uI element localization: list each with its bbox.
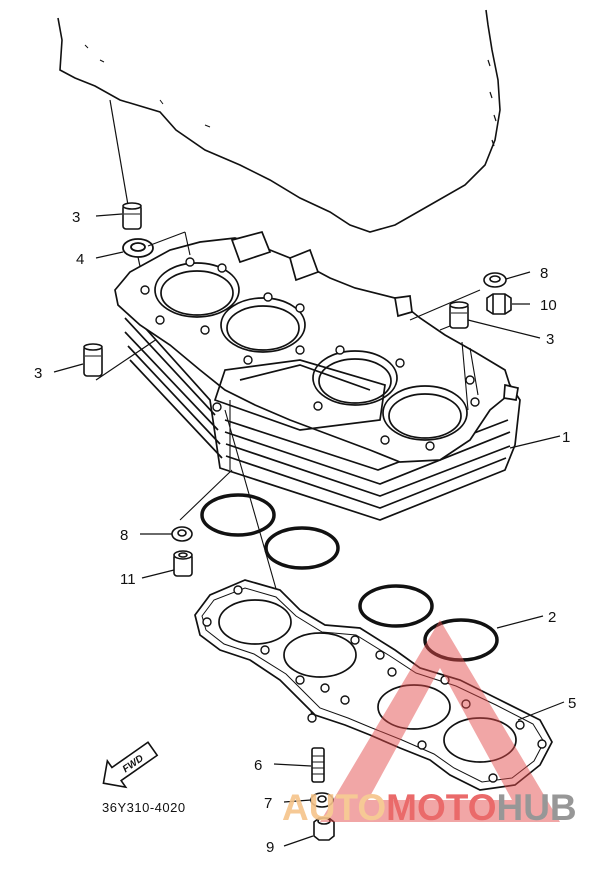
- callout-10: 10: [540, 297, 557, 314]
- callout-3-left: 3: [34, 365, 42, 382]
- nut-9: [313, 817, 335, 841]
- callout-2: 2: [548, 609, 556, 626]
- callout-6: 6: [254, 757, 262, 774]
- washer-8-left: [171, 526, 193, 542]
- washer-4: [122, 238, 154, 291]
- callout-9: 9: [266, 839, 274, 856]
- watermark-auto: AUTO: [282, 787, 386, 828]
- watermark-moto: MOTO: [386, 787, 496, 828]
- forward-arrow-icon: FWD: [102, 741, 159, 789]
- washer-7: [310, 792, 334, 808]
- cylinder-base-gasket: [194, 579, 553, 791]
- nut-10: [486, 293, 512, 315]
- callout-1: 1: [562, 429, 570, 446]
- callout-11: 11: [120, 571, 136, 588]
- callout-5: 5: [568, 695, 576, 712]
- watermark-hub: HUB: [496, 787, 576, 828]
- cylinder-block: [114, 230, 521, 521]
- o-rings: [200, 493, 499, 662]
- part-code: 36Y310-4020: [102, 800, 186, 815]
- washer-8-right: [483, 272, 507, 288]
- watermark-text: AUTOMOTOHUB: [282, 787, 577, 828]
- callout-8-top-right: 8: [540, 265, 548, 282]
- callout-3-top-left: 3: [72, 209, 80, 226]
- leader-lines: [53, 213, 565, 847]
- callout-labels: 3 4 3 8 10 3 1 8 11 2 5 6 7 9: [34, 209, 576, 856]
- watermark-triangle-icon: [320, 620, 560, 822]
- callout-8-left: 8: [120, 527, 128, 544]
- dowel-pin-right: [449, 301, 469, 329]
- watermark: AUTOMOTOHUB: [282, 620, 577, 828]
- callout-3-right: 3: [546, 331, 554, 348]
- stud-bolt-6: [311, 747, 325, 783]
- nut-11: [173, 550, 193, 577]
- crankcase-outline: [57, 9, 501, 233]
- callout-7: 7: [264, 795, 272, 812]
- callout-4: 4: [76, 251, 84, 268]
- dowel-pin-top-left: [109, 99, 142, 230]
- dowel-pin-left: [83, 309, 201, 381]
